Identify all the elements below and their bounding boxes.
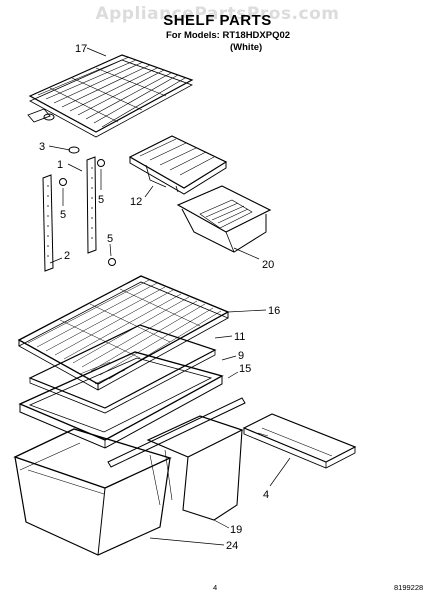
callout-3: 3 — [39, 141, 45, 153]
callout-1: 1 — [57, 159, 63, 171]
callout-9: 9 — [238, 350, 244, 362]
callout-19: 19 — [230, 524, 242, 536]
callout-20: 20 — [262, 259, 274, 271]
callout-4: 4 — [263, 489, 269, 501]
page-number: 4 — [213, 583, 218, 592]
large-wire-shelf-part — [17, 275, 230, 391]
callout-5-left: 5 — [60, 209, 66, 221]
front-trim-part — [107, 397, 246, 468]
snack-pan-part — [176, 185, 272, 253]
document-number: 8199228 — [394, 583, 424, 592]
callout-12: 12 — [130, 196, 142, 208]
color-line: (White) — [230, 42, 263, 53]
callout-2: 2 — [64, 250, 70, 262]
left-crisper-pan-part — [13, 428, 172, 556]
watermark-text: AppliancePartsPros.com — [95, 4, 340, 24]
callout-24: 24 — [226, 540, 238, 552]
leader-lines — [48, 47, 291, 546]
page-title: SHELF PARTS — [163, 12, 272, 29]
right-crisper-pan-part — [146, 415, 244, 521]
upper-wire-shelf-part — [27, 54, 194, 138]
snack-pan-cover-part — [128, 135, 228, 195]
models-line: For Models: RT18HDXPQ02 — [166, 30, 291, 41]
callout-5-lower: 5 — [107, 233, 113, 245]
cover-support-part — [242, 413, 357, 469]
callout-17: 17 — [75, 43, 87, 55]
screw-part-5 — [59, 159, 116, 266]
callout-16: 16 — [268, 305, 280, 317]
callout-15: 15 — [239, 363, 251, 375]
callout-5-right: 5 — [98, 194, 104, 206]
callout-11: 11 — [234, 331, 245, 343]
crisper-cover-frame-part — [18, 351, 224, 449]
shelf-ladder-part — [42, 156, 97, 272]
glass-shelf-part — [28, 324, 217, 414]
